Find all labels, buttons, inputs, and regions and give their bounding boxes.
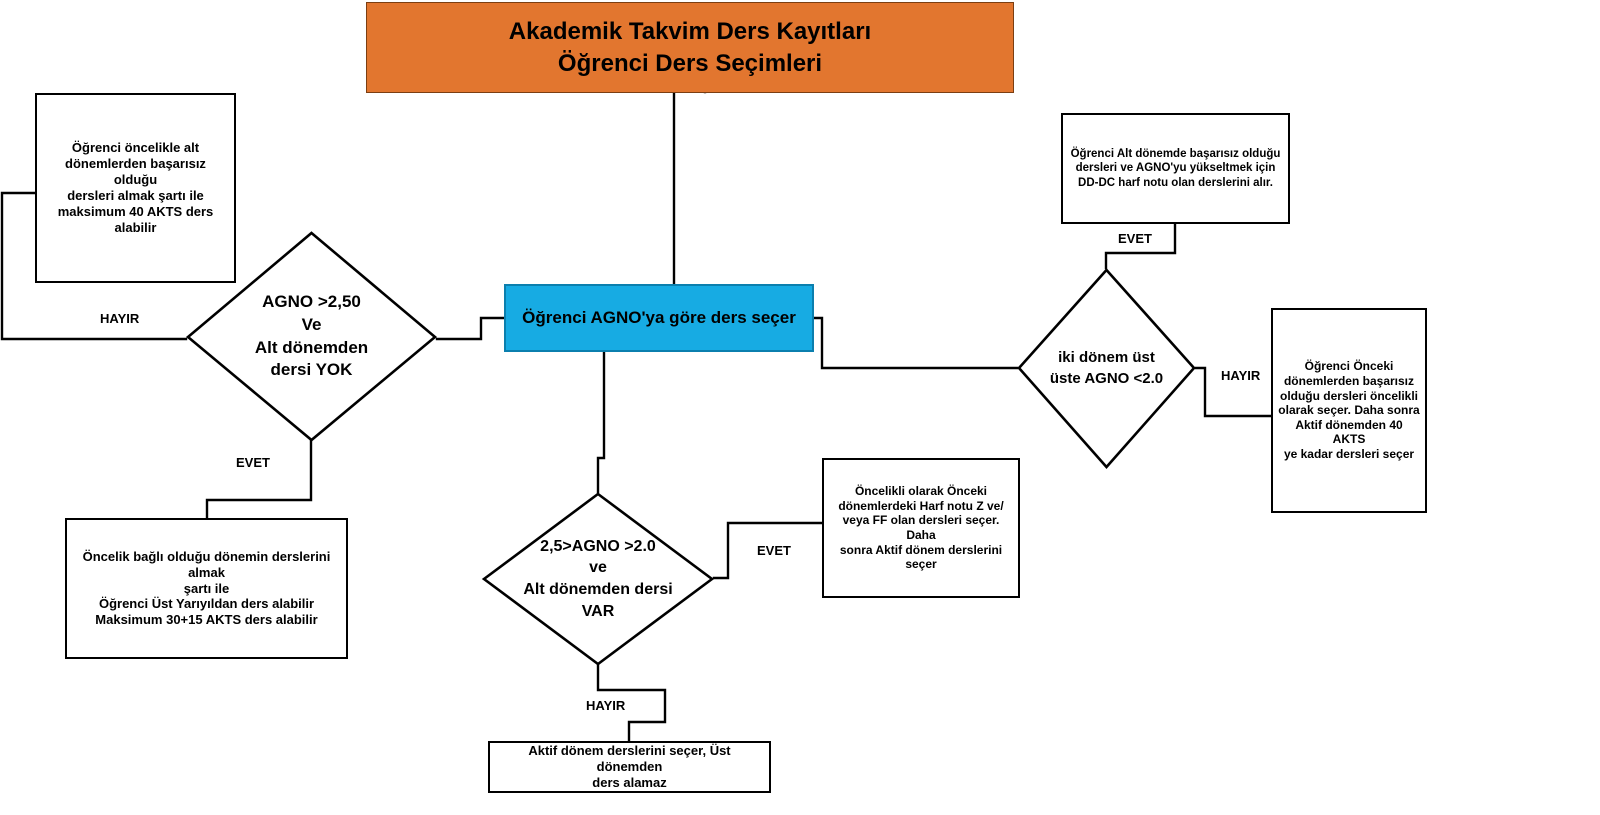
edge-title-to-start	[672, 61, 707, 286]
edge-start-to-decision-right	[812, 316, 1019, 370]
box-oncelik-bagli: Öncelik bağlı olduğu dönemin derslerini …	[65, 518, 348, 659]
edge-start-to-decision-left	[435, 316, 506, 341]
edge-label-hayir-left: HAYIR	[100, 311, 140, 326]
title-box: Akademik Takvim Ders Kayıtları Öğrenci D…	[366, 2, 1014, 93]
edge-label-hayir-bottom: HAYIR	[586, 698, 626, 713]
decision-agno-2-5-2-0[interactable]: 2,5>AGNO >2.0 ve Alt dönemden dersi VAR	[481, 492, 715, 666]
box-dd-dc: Öğrenci Alt dönemde başarısız olduğu der…	[1061, 113, 1290, 224]
edge-start-to-decision-center	[596, 350, 606, 494]
diamond-shape	[185, 231, 438, 442]
box-aktif-donem: Aktif dönem derslerini seçer, Üst dönemd…	[488, 741, 771, 793]
decision-iki-donem[interactable]: iki dönem üst üste AGNO <2.0	[1017, 268, 1196, 469]
edge-label-evet-top-right: EVET	[1118, 231, 1152, 246]
edge-label-evet-left: EVET	[236, 455, 270, 470]
edge-label-evet-center: EVET	[757, 543, 791, 558]
diamond-shape	[1017, 268, 1196, 469]
decision-agno-2-50[interactable]: AGNO >2,50 Ve Alt dönemden dersi YOK	[185, 231, 438, 442]
box-onceki-donemler: Öğrenci Önceki dönemlerden başarısız old…	[1271, 308, 1427, 513]
box-harf-notu-z-ff: Öncelikli olarak Önceki dönemlerdeki Har…	[822, 458, 1020, 598]
edge-label-hayir-right: HAYIR	[1221, 368, 1261, 383]
start-process-box: Öğrenci AGNO'ya göre ders seçer	[504, 284, 814, 352]
diamond-shape	[481, 492, 715, 666]
box-alt-donem-basarisiz: Öğrenci öncelikle alt dönemlerden başarı…	[35, 93, 236, 283]
edge-decision-left-evet	[205, 438, 313, 520]
